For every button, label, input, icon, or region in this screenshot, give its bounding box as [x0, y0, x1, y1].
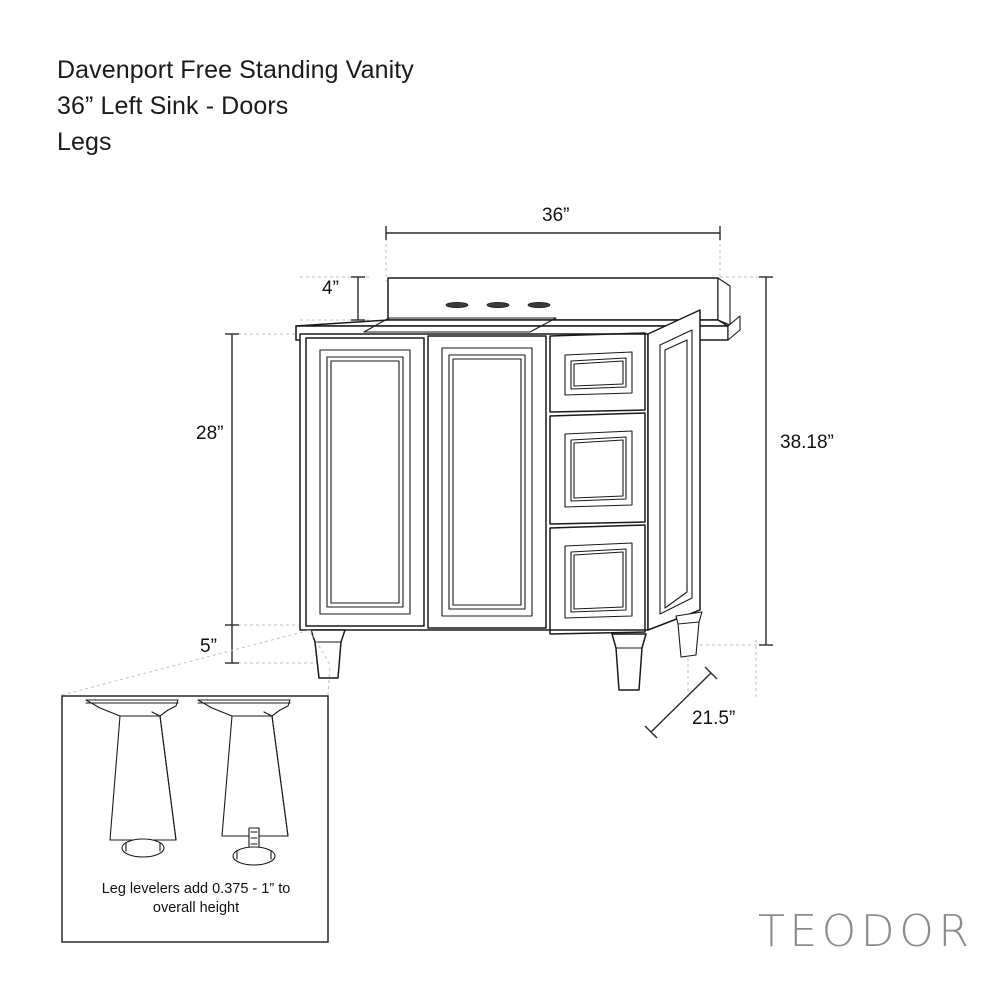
product-variant: Legs: [57, 128, 112, 156]
door-right: [427, 335, 547, 629]
drawer-bottom: [549, 524, 646, 635]
cabinet-front: [299, 333, 649, 631]
dim-width-36: [385, 226, 721, 240]
leg-back-right: [675, 611, 703, 658]
leg-leveler-note: Leg levelers add 0.375 - 1” to overall h…: [62, 880, 330, 918]
dim-label-backsplash: 4”: [322, 278, 339, 299]
dimension-lines: [225, 226, 773, 739]
product-subtitle: 36” Left Sink - Doors: [57, 92, 289, 120]
detail-leg-left: [85, 699, 179, 858]
leg-detail-callout: [61, 695, 329, 943]
drawer-middle: [549, 412, 646, 525]
dim-label-overall-height: 38.18”: [780, 432, 834, 453]
callout-connector-lines: [61, 629, 331, 696]
product-title: Davenport Free Standing Vanity: [57, 56, 414, 84]
dim-leg-5: [225, 625, 239, 664]
brand-logo: TEODOR: [758, 906, 974, 957]
leg-front-left: [310, 629, 346, 679]
dim-label-leg-height: 5”: [200, 636, 217, 657]
backsplash: [387, 277, 731, 326]
drawer-top: [549, 332, 646, 413]
leg-front-right: [611, 633, 647, 691]
dim-label-depth: 21.5”: [692, 708, 736, 729]
dim-label-cabinet-height: 28”: [196, 423, 224, 444]
dim-backsplash-4: [351, 276, 365, 321]
title-block: Davenport Free Standing Vanity 36” Left …: [57, 52, 657, 160]
dim-depth-21: [644, 666, 718, 739]
dim-cabinet-28: [225, 333, 239, 626]
door-left: [305, 337, 425, 627]
leg-leveler-note-line2: overall height: [152, 900, 240, 916]
leg-leveler-note-line1: Leg levelers add 0.375 - 1” to: [101, 881, 291, 897]
cabinet-side-panel: [647, 309, 701, 631]
detail-leg-right: [197, 699, 291, 866]
dim-overall-38: [759, 276, 773, 646]
dim-label-width: 36”: [542, 205, 570, 226]
vanity-illustration: [295, 277, 741, 691]
